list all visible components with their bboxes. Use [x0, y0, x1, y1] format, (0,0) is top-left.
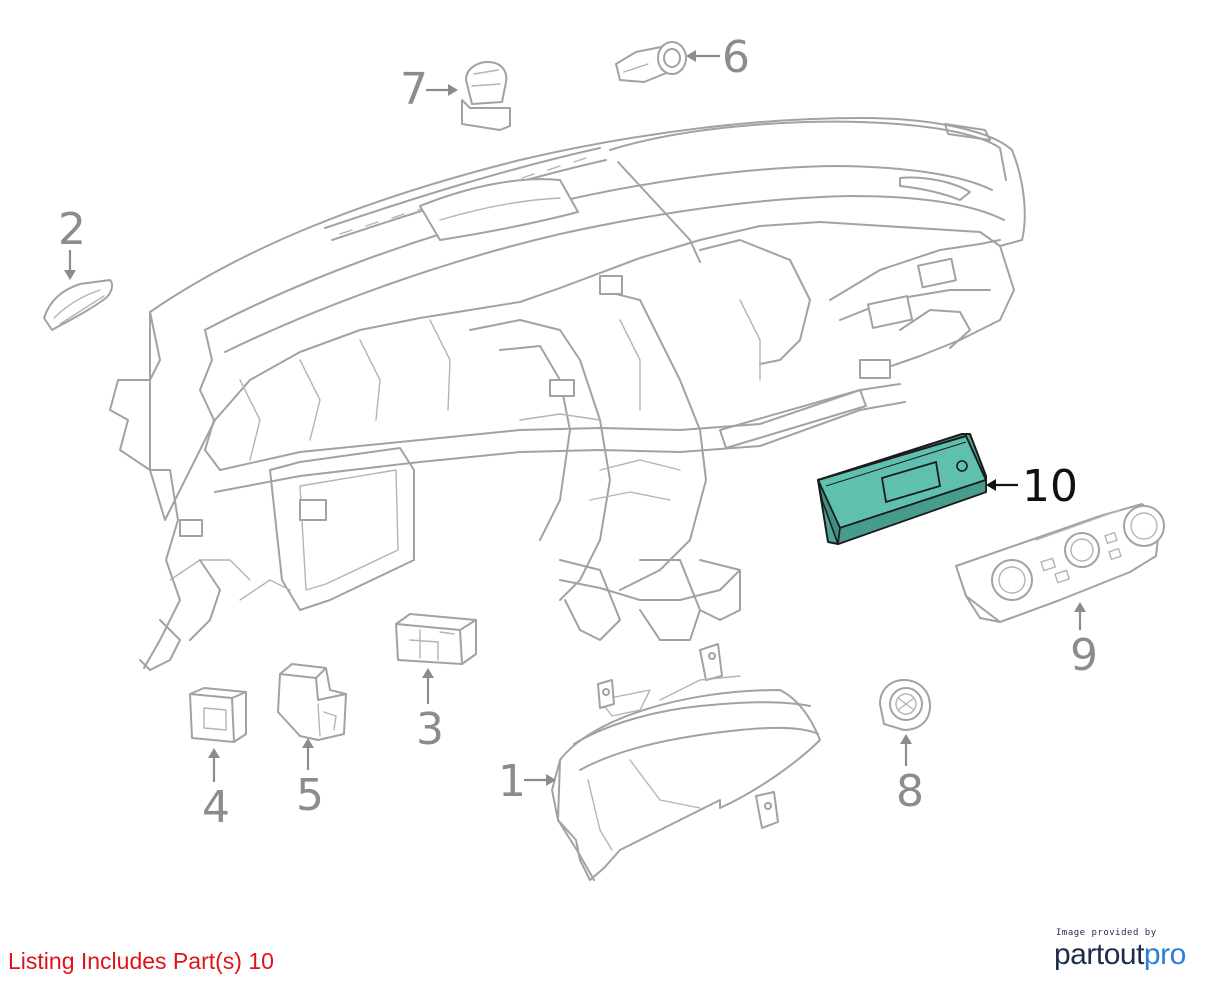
callout-5: 5 — [296, 738, 324, 821]
callout-label: 4 — [202, 782, 230, 833]
callout-label: 9 — [1070, 630, 1098, 681]
part-6-switch-knob[interactable] — [615, 41, 687, 83]
part-4-switch[interactable] — [189, 687, 247, 743]
callout-1: 1 — [498, 756, 556, 807]
callout-8: 8 — [896, 734, 924, 817]
instrument-panel-assembly — [109, 117, 1026, 671]
part-5-switch[interactable] — [277, 663, 347, 741]
brand-wordmark-part-b: pro — [1143, 938, 1186, 971]
part-8-vent-knob[interactable] — [879, 679, 931, 731]
callout-label: 2 — [58, 204, 86, 255]
brand-logo: Image provided by partoutpro — [1054, 928, 1210, 972]
callout-2: 2 — [58, 204, 86, 280]
callout-label: 7 — [400, 64, 428, 115]
callout-label: 8 — [896, 766, 924, 817]
part-1-instrument-cluster[interactable] — [551, 643, 821, 881]
callout-label: 10 — [1022, 461, 1078, 512]
brand-caption: Image provided by — [1056, 928, 1157, 938]
callout-3: 3 — [416, 668, 444, 755]
brand-wordmark: partoutpro — [1054, 938, 1210, 972]
callout-label: 6 — [722, 32, 750, 83]
part-10-display-module[interactable] — [817, 433, 987, 545]
callout-9: 9 — [1070, 602, 1098, 681]
part-2-vent-bezel[interactable] — [43, 279, 114, 331]
part-9-climate-control[interactable] — [955, 503, 1165, 623]
callout-label: 5 — [296, 770, 324, 821]
callout-label: 1 — [498, 756, 526, 807]
callout-6: 6 — [686, 32, 750, 83]
listing-note: Listing Includes Part(s) 10 — [8, 948, 274, 974]
callout-7: 7 — [400, 64, 458, 115]
callout-10: 10 — [986, 461, 1078, 512]
part-3-switch-block[interactable] — [395, 613, 477, 665]
brand-wordmark-part-a: partout — [1054, 938, 1144, 971]
callout-label: 3 — [416, 704, 444, 755]
callout-4: 4 — [202, 748, 230, 833]
part-7-sensor[interactable] — [461, 61, 511, 131]
